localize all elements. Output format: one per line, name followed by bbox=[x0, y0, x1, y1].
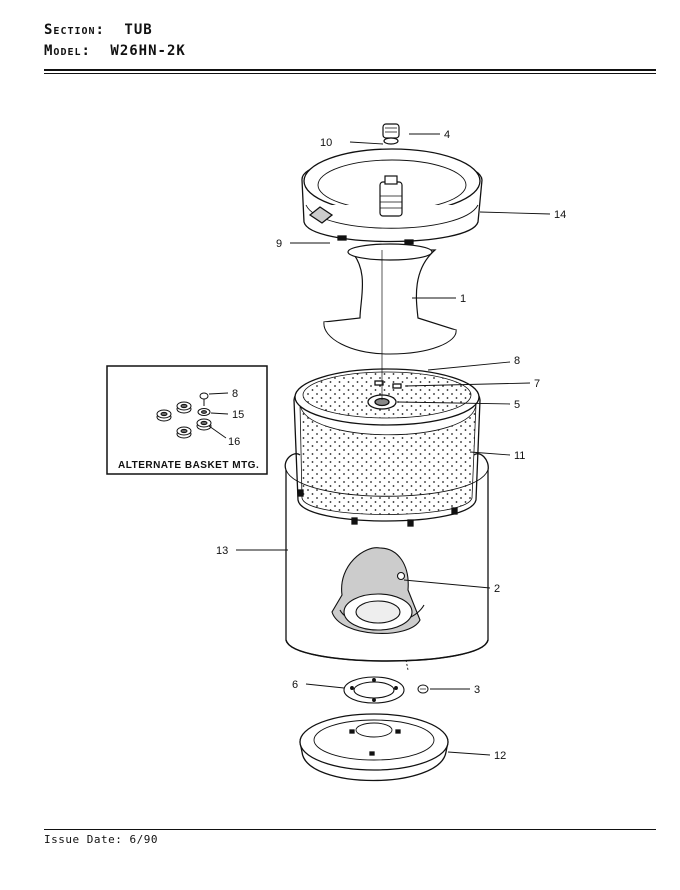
callout-7: 7 bbox=[534, 378, 540, 390]
callout-6: 6 bbox=[292, 679, 298, 691]
inset-callout-8: 8 bbox=[232, 388, 238, 400]
callout-12: 12 bbox=[494, 750, 506, 762]
section-label: Section: bbox=[44, 22, 105, 38]
leader-lines bbox=[236, 133, 551, 756]
callout-9: 9 bbox=[276, 238, 282, 250]
inset-callout-15: 15 bbox=[232, 409, 244, 421]
callout-10: 10 bbox=[320, 137, 332, 149]
callout-2: 2 bbox=[494, 583, 500, 595]
part-base-plate bbox=[299, 713, 449, 782]
model-label: Model: bbox=[44, 43, 91, 59]
part-basket bbox=[293, 368, 481, 522]
part-outer-tub bbox=[284, 453, 489, 662]
callout-13: 13 bbox=[216, 545, 228, 557]
callout-4: 4 bbox=[444, 129, 450, 141]
callout-14: 14 bbox=[554, 209, 566, 221]
model-value: W26HN-2K bbox=[110, 43, 186, 59]
part-center-post bbox=[323, 175, 458, 355]
header-rule-thin bbox=[44, 73, 656, 74]
section-value: TUB bbox=[124, 22, 153, 38]
part-cap-bolt bbox=[382, 123, 400, 145]
part-drain-boot bbox=[331, 547, 425, 634]
model-header: Model: W26HN-2K bbox=[44, 43, 186, 59]
inset-caption: ALTERNATE BASKET MTG. bbox=[118, 460, 259, 471]
inset-alternate-basket-mtg: 8 15 16 ALTERNATE BASKET MTG. bbox=[106, 365, 268, 475]
callout-8: 8 bbox=[514, 355, 520, 367]
section-header: Section: TUB bbox=[44, 22, 153, 38]
callout-11: 11 bbox=[514, 450, 525, 462]
footer-rule bbox=[44, 829, 656, 830]
callout-1: 1 bbox=[460, 293, 466, 305]
header-rule-thick bbox=[44, 69, 656, 71]
callout-5: 5 bbox=[514, 399, 520, 411]
part-gasket bbox=[343, 676, 405, 704]
inset-callout-16: 16 bbox=[228, 436, 240, 448]
issue-date: Issue Date: 6/90 bbox=[44, 833, 158, 846]
callout-labels: 4 10 14 9 1 8 7 5 11 13 2 6 3 12 bbox=[216, 129, 566, 762]
callout-3: 3 bbox=[474, 684, 480, 696]
part-screw bbox=[417, 684, 429, 694]
